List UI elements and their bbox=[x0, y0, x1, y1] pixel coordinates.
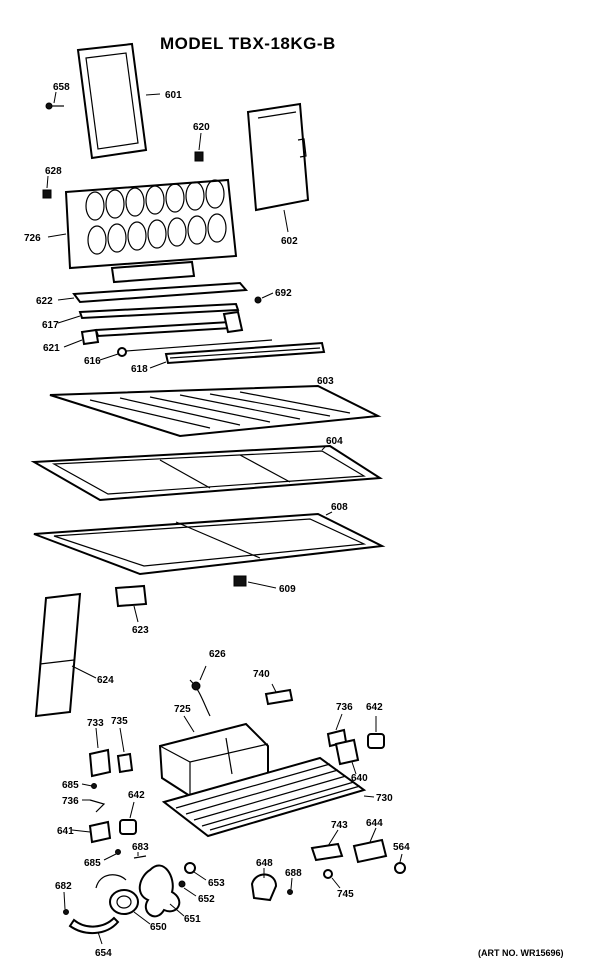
callout-626: 626 bbox=[209, 649, 226, 660]
callout-685a: 685 bbox=[62, 780, 79, 791]
callout-608: 608 bbox=[331, 502, 348, 513]
callout-688: 688 bbox=[285, 868, 302, 879]
part-736-clip-b bbox=[82, 799, 106, 813]
callout-685b: 685 bbox=[84, 858, 101, 869]
part-608-pan bbox=[33, 511, 386, 576]
callout-609: 609 bbox=[279, 584, 296, 595]
callout-640: 640 bbox=[351, 773, 368, 784]
part-682-screw bbox=[63, 891, 69, 915]
callout-642b: 642 bbox=[128, 790, 145, 801]
callout-617: 617 bbox=[42, 320, 59, 331]
callout-736b: 736 bbox=[62, 796, 79, 807]
part-685-screw-b bbox=[103, 849, 121, 861]
part-618-track bbox=[149, 341, 326, 369]
part-654-bracket bbox=[68, 916, 120, 945]
part-653-washer bbox=[184, 862, 207, 881]
callout-641: 641 bbox=[57, 826, 74, 837]
art-number: (ART NO. WR15696) bbox=[478, 948, 564, 958]
callout-603: 603 bbox=[317, 376, 334, 387]
part-745-fastener bbox=[323, 869, 341, 889]
part-644-mount bbox=[352, 827, 388, 864]
part-735-overload bbox=[116, 727, 134, 774]
callout-743: 743 bbox=[331, 820, 348, 831]
callout-652: 652 bbox=[198, 894, 215, 905]
part-624-panel bbox=[34, 592, 97, 718]
callout-651: 651 bbox=[184, 914, 201, 925]
part-616-rod bbox=[99, 339, 273, 361]
callout-621: 621 bbox=[43, 343, 60, 354]
part-685-screw-a bbox=[81, 783, 97, 789]
part-740-bracket bbox=[264, 683, 294, 706]
part-603-shelf bbox=[49, 384, 382, 438]
part-620-clip bbox=[194, 132, 204, 162]
part-601-panel bbox=[76, 42, 161, 160]
callout-683: 683 bbox=[132, 842, 149, 853]
part-641-bracket bbox=[71, 820, 112, 844]
part-652-nut bbox=[178, 880, 197, 897]
part-640-bracket bbox=[334, 738, 360, 775]
part-621-bracket bbox=[63, 310, 244, 348]
part-736-clip bbox=[326, 713, 348, 748]
callout-726: 726 bbox=[24, 233, 41, 244]
callout-654: 654 bbox=[95, 948, 112, 959]
part-617-strip bbox=[57, 302, 240, 324]
callout-620: 620 bbox=[193, 122, 210, 133]
part-609 bbox=[233, 575, 277, 589]
callout-658: 658 bbox=[53, 82, 70, 93]
callout-602: 602 bbox=[281, 236, 298, 247]
callout-733: 733 bbox=[87, 718, 104, 729]
callout-745: 745 bbox=[337, 889, 354, 900]
callout-650: 650 bbox=[150, 922, 167, 933]
part-602-cover bbox=[246, 102, 310, 233]
part-642-grommet bbox=[367, 716, 385, 749]
callout-628: 628 bbox=[45, 166, 62, 177]
callout-616: 616 bbox=[84, 356, 101, 367]
callout-730: 730 bbox=[376, 793, 393, 804]
callout-644: 644 bbox=[366, 818, 383, 829]
callout-618: 618 bbox=[131, 364, 148, 375]
part-623-label bbox=[114, 584, 148, 623]
part-604-pan bbox=[30, 444, 384, 502]
part-648-knob bbox=[250, 868, 278, 902]
part-642-grommet-b bbox=[119, 801, 137, 835]
diagram-title: MODEL TBX-18KG-B bbox=[160, 34, 336, 53]
part-622-rail bbox=[57, 260, 249, 304]
callout-604: 604 bbox=[326, 436, 343, 447]
part-650-fan-motor bbox=[95, 874, 151, 925]
callout-564: 564 bbox=[393, 842, 410, 853]
callout-692: 692 bbox=[275, 288, 292, 299]
part-730-condenser bbox=[161, 756, 375, 838]
callout-740: 740 bbox=[253, 669, 270, 680]
callout-653: 653 bbox=[208, 878, 225, 889]
callout-736a: 736 bbox=[336, 702, 353, 713]
part-628 bbox=[42, 175, 52, 199]
callout-682: 682 bbox=[55, 881, 72, 892]
part-692-screw bbox=[254, 292, 274, 304]
part-683-fitting bbox=[133, 852, 147, 859]
callout-624: 624 bbox=[97, 675, 114, 686]
callout-735: 735 bbox=[111, 716, 128, 727]
part-626-tube bbox=[189, 665, 211, 717]
part-688-screw bbox=[287, 877, 293, 895]
part-726-evaporator bbox=[47, 178, 238, 270]
part-658-screw bbox=[45, 91, 64, 110]
part-743-bracket bbox=[310, 829, 344, 862]
callout-622: 622 bbox=[36, 296, 53, 307]
callout-601: 601 bbox=[165, 90, 182, 101]
callout-648: 648 bbox=[256, 858, 273, 869]
part-733-relay bbox=[88, 727, 112, 778]
part-651-fan-blade bbox=[138, 864, 185, 918]
callout-623: 623 bbox=[132, 625, 149, 636]
callout-642a: 642 bbox=[366, 702, 383, 713]
part-564-grommet bbox=[394, 853, 406, 874]
callout-725: 725 bbox=[174, 704, 191, 715]
